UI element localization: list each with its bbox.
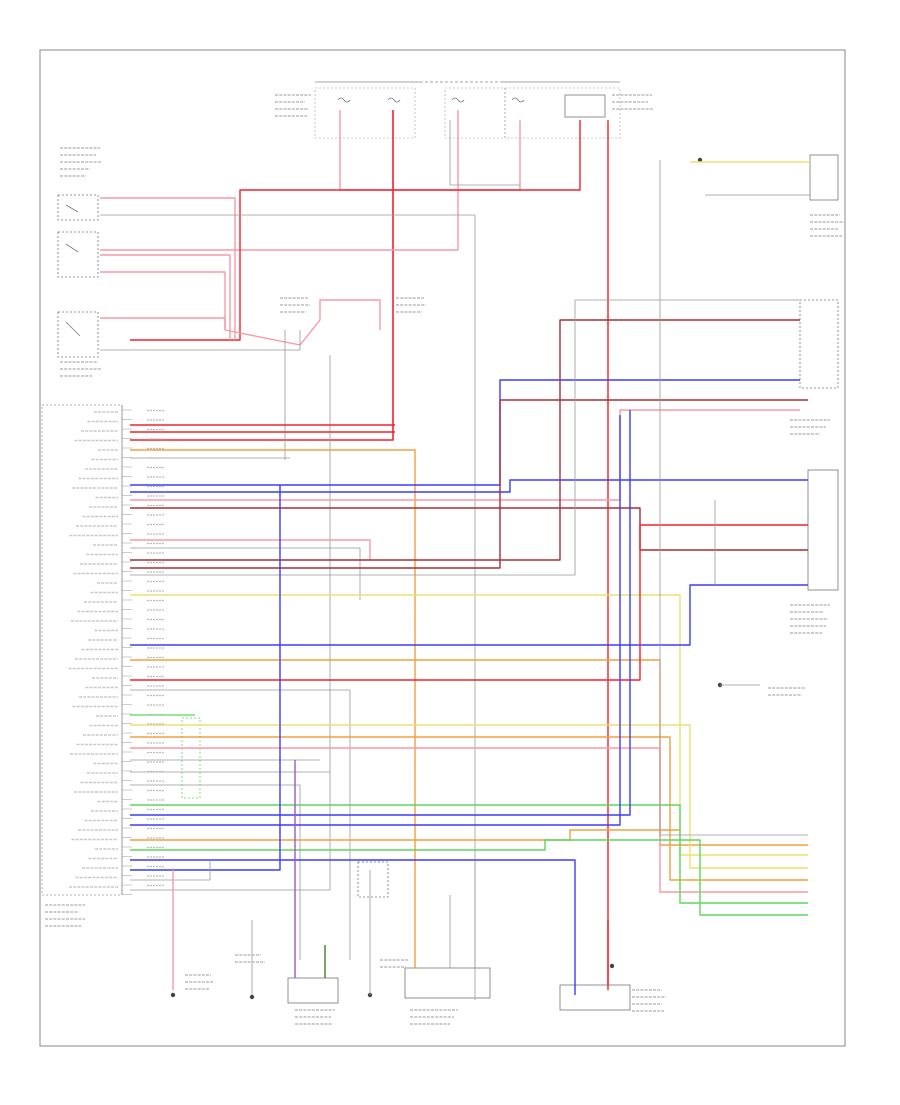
wire-conn-17 xyxy=(130,524,808,681)
wire-conn-29 xyxy=(130,839,808,916)
fuse-symbols xyxy=(337,94,606,118)
wire-conn-7 xyxy=(130,409,800,501)
label-marks xyxy=(45,94,844,1025)
wire-conn-12 xyxy=(130,399,808,569)
bottom-components xyxy=(181,717,631,1011)
wire-fuse-feed-4 xyxy=(130,120,581,341)
wire-conn-25 xyxy=(130,804,808,904)
wire-fuse-feed-2 xyxy=(130,110,394,441)
wire-conn-9 xyxy=(130,539,371,560)
wire-switch-upper-1 xyxy=(100,197,236,340)
wire-switch-upper-3 xyxy=(100,254,231,340)
wire-conn-11 xyxy=(130,319,800,561)
wire-conn-19 xyxy=(130,724,808,869)
connector-pins xyxy=(122,409,132,895)
wire-conn-3 xyxy=(130,449,416,900)
wire-conn-18 xyxy=(130,689,351,960)
wire-switch-lower-2 xyxy=(100,330,301,351)
wire-switch-upper-4 xyxy=(100,271,226,330)
wire-conn-28 xyxy=(130,829,680,841)
wire-relay-1 xyxy=(319,299,381,330)
wire-fuse-feed-6 xyxy=(449,120,520,186)
wire-conn-15 xyxy=(130,584,808,646)
wire-conn-30 xyxy=(130,859,576,995)
wire-right-bus-1 xyxy=(659,160,808,836)
wire-switch-lower-1 xyxy=(100,317,321,346)
wire-conn-8 xyxy=(130,507,808,551)
wire-conn-31 xyxy=(130,485,281,871)
wire-switch-upper-2 xyxy=(100,214,476,1000)
wire-fuse-feed-3 xyxy=(100,110,459,251)
fuse-box-top xyxy=(314,81,621,139)
wire-fuse-feed-1 xyxy=(339,110,521,191)
ground-symbols xyxy=(170,157,723,1000)
wire-conn-16 xyxy=(130,659,808,846)
wire-conn-10 xyxy=(130,547,361,600)
wire-conn-13 xyxy=(130,299,800,576)
wire-conn-32 xyxy=(130,860,211,881)
right-component-3 xyxy=(807,469,839,591)
left-switch-upper xyxy=(57,194,99,278)
control-unit-connector xyxy=(41,404,123,896)
wire-conn-24 xyxy=(130,784,301,960)
right-component-2 xyxy=(799,299,839,389)
wire-conn-27 xyxy=(130,415,621,826)
wire-conn-20 xyxy=(130,736,808,881)
diagram-border xyxy=(39,49,846,1047)
wire-conn-6 xyxy=(130,479,808,493)
wire-relay-3 xyxy=(130,355,331,891)
right-component-1 xyxy=(809,154,839,201)
wire-harness xyxy=(100,110,810,1000)
wire-conn-26 xyxy=(130,410,631,816)
left-switch-lower xyxy=(57,311,99,358)
